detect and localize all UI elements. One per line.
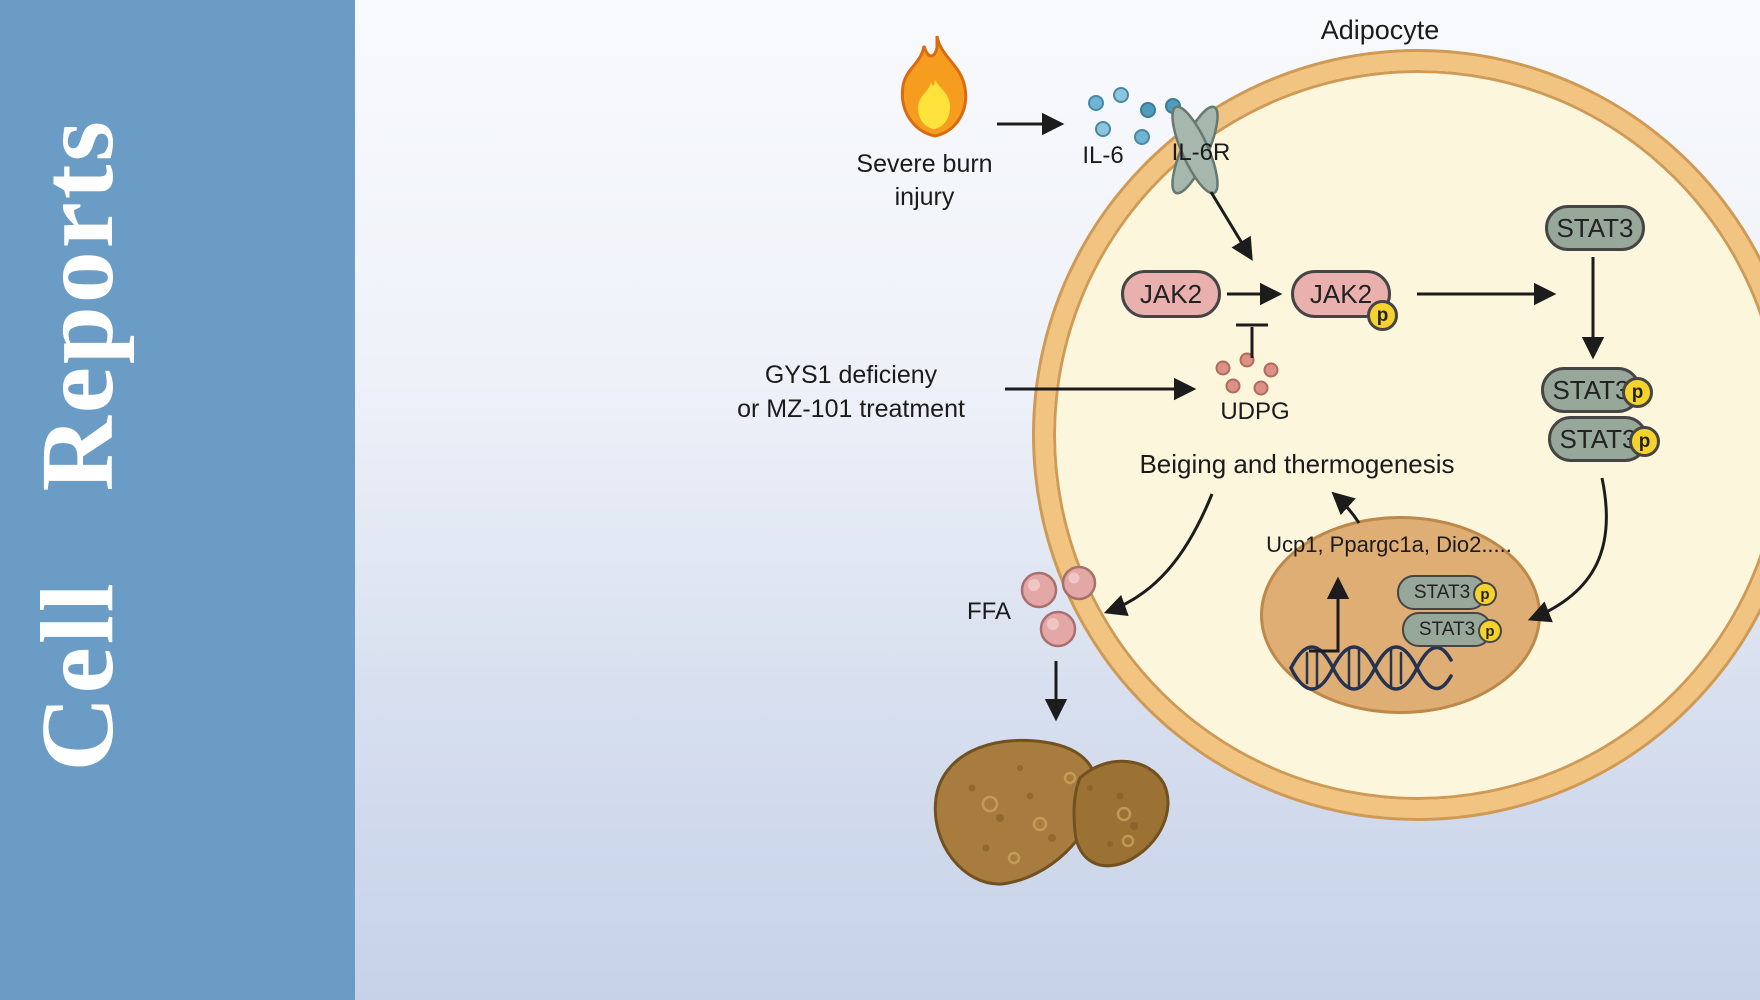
nuclear-stat3-top-label: STAT3 xyxy=(1413,581,1471,603)
phospho-badge: p xyxy=(1473,582,1497,606)
stat3-node: STAT3 xyxy=(1545,205,1645,251)
il6-molecules-icon xyxy=(1088,87,1181,145)
phospho-badge: p xyxy=(1478,619,1502,643)
stat3-dimer-top-node: STAT3 p xyxy=(1541,367,1653,413)
burn-injury-line1: Severe burn xyxy=(856,150,993,178)
phospho-badge: p xyxy=(1629,426,1660,457)
stat3-dimer-top-label: STAT3 xyxy=(1552,374,1630,405)
nuclear-stat3-bottom-node: STAT3 p xyxy=(1402,612,1502,647)
liver-icon xyxy=(933,738,1170,886)
burn-injury-label: Severe burn injury xyxy=(807,148,1042,214)
target-genes-label: Ucp1, Ppargc1a, Dio2..... xyxy=(1266,532,1512,557)
udpg-label: UDPG xyxy=(1220,398,1290,425)
nuclear-stat3-top-node: STAT3 p xyxy=(1397,575,1497,610)
stat3-dimer-bottom-label: STAT3 xyxy=(1559,423,1637,454)
ffa-label: FFA xyxy=(967,598,1012,625)
il6-label: IL-6 xyxy=(1082,142,1124,169)
cell-title: Adipocyte xyxy=(1320,15,1440,45)
stat3-dimer-bottom-node: STAT3 p xyxy=(1548,416,1660,462)
treatment-line1: GYS1 deficieny xyxy=(764,361,938,389)
phospho-badge: p xyxy=(1367,300,1398,331)
jak2-node: JAK2 xyxy=(1121,270,1221,318)
journal-title: Cell Reports xyxy=(20,118,135,772)
journal-title-wrap: Cell Reports xyxy=(18,0,137,1000)
burn-injury-line2: injury xyxy=(894,183,955,211)
journal-sidebar: Cell Reports xyxy=(0,0,355,1000)
il6r-label: IL-6R xyxy=(1171,139,1231,166)
flame-icon xyxy=(900,35,968,138)
jak2-phospho-label: JAK2 xyxy=(1309,278,1373,309)
beiging-label: Beiging and thermogenesis xyxy=(1139,449,1455,479)
diagram-canvas: Adipocyte Severe burn injury IL-6 IL-6R … xyxy=(355,0,1760,1000)
nuclear-stat3-bottom-label: STAT3 xyxy=(1418,618,1476,640)
phospho-badge: p xyxy=(1622,377,1653,408)
treatment-line2: or MZ-101 treatment xyxy=(737,395,965,423)
jak2-phospho-node: JAK2 p xyxy=(1291,270,1398,331)
treatment-label: GYS1 deficieny or MZ-101 treatment xyxy=(711,358,991,426)
